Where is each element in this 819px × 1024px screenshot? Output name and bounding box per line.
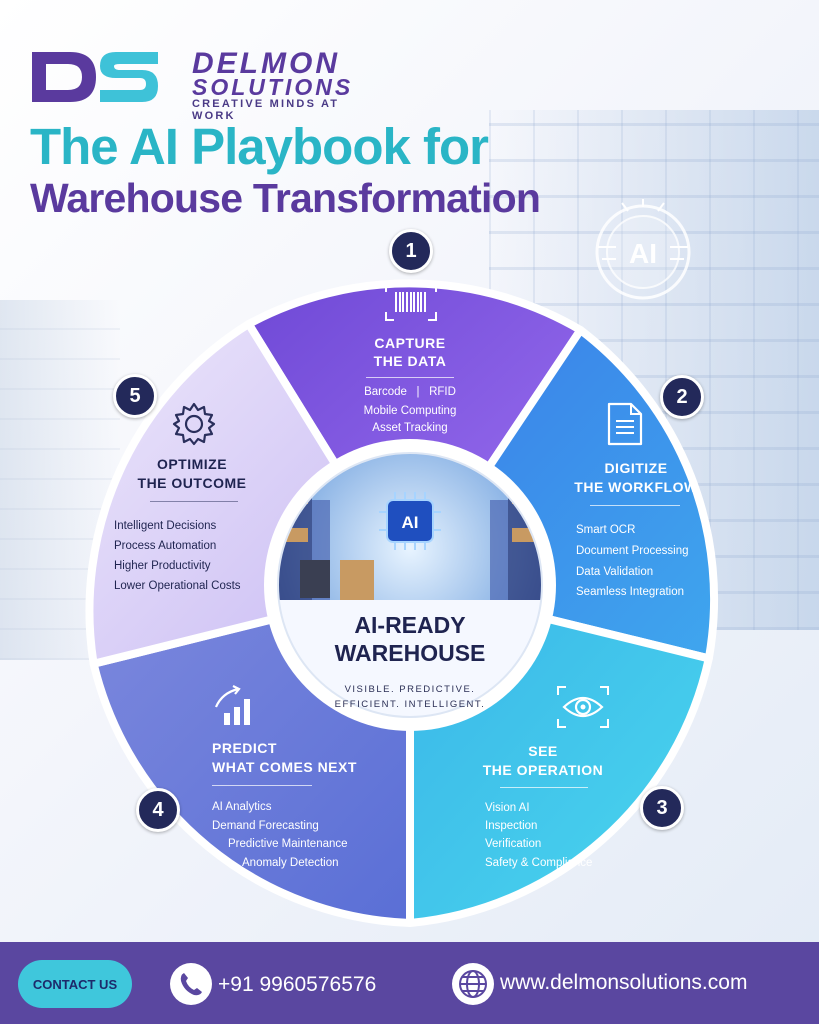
ai-chip-icon: [386, 499, 434, 543]
step-number-4: 4: [136, 788, 180, 832]
step2-item-3: Data Validation: [576, 566, 654, 578]
step5-title-line2: THE OUTCOME: [137, 475, 247, 491]
ai-brain-icon: AI: [595, 199, 691, 300]
step1-title-line1: CAPTURE: [374, 335, 446, 351]
step3-title-line1: SEE: [528, 743, 558, 759]
company-logo[interactable]: DELMON SOLUTIONS CREATIVE MINDS AT WORK: [30, 47, 370, 122]
gear-icon: [172, 402, 216, 446]
center-title-line2: WAREHOUSE: [334, 640, 486, 666]
step-number-1: 1: [389, 229, 433, 273]
step-number-2: 2: [660, 375, 704, 419]
step1-item-1: Barcode | RFID: [364, 386, 456, 398]
step2-item-4: Seamless Integration: [576, 586, 685, 598]
step3-title-line2: THE OPERATION: [482, 762, 604, 778]
ds-logo-mark: [32, 52, 158, 102]
globe-icon: [452, 963, 494, 1005]
step2-title-line1: DIGITIZE: [604, 460, 668, 476]
ai-chip-label: AI: [402, 513, 419, 532]
eye-icon: [557, 686, 609, 728]
brand-tagline: CREATIVE MINDS AT WORK: [192, 98, 340, 122]
step1-item-2: Mobile Computing: [363, 405, 457, 417]
step4-title-line2: WHAT COMES NEXT: [212, 759, 357, 775]
step3-item-3: Verification: [485, 838, 542, 850]
website-link[interactable]: www.delmonsolutions.com: [500, 971, 748, 994]
playbook-wheel: AI: [89, 283, 715, 923]
step4-item-2: Demand Forecasting: [212, 820, 319, 832]
step1-title-line2: THE DATA: [373, 353, 447, 369]
step2-item-2: Document Processing: [576, 545, 689, 557]
step5-item-3: Higher Productivity: [114, 560, 211, 572]
step5-item-1: Intelligent Decisions: [114, 520, 217, 532]
step4-title-line1: PREDICT: [212, 740, 277, 756]
barcode-icon: [385, 283, 437, 321]
brand-name-line2: SOLUTIONS: [192, 74, 354, 100]
step3-item-4: Safety & Compliance: [485, 857, 593, 869]
step3-divider: [500, 787, 588, 788]
step2-item-1: Smart OCR: [576, 524, 636, 536]
step5-title-line1: OPTIMIZE: [156, 456, 228, 472]
center-warehouse-image: [278, 453, 542, 717]
step-number-3: 3: [640, 786, 684, 830]
headline-line2: Warehouse Transformation: [30, 175, 541, 221]
step5-divider: [150, 501, 238, 502]
center-tagline-line1: VISIBLE. PREDICTIVE.: [344, 684, 476, 695]
phone-number[interactable]: +91 9960576576: [218, 973, 377, 996]
step3-item-1: Vision AI: [485, 802, 530, 814]
contact-us-button[interactable]: CONTACT US: [18, 960, 132, 1008]
step3-item-2: Inspection: [485, 820, 538, 832]
step-number-5: 5: [113, 374, 157, 418]
step4-item-3: Predictive Maintenance: [228, 838, 348, 850]
step4-item-4: Anomaly Detection: [242, 857, 339, 869]
brain-ai-text: AI: [629, 238, 657, 269]
headline-line1: The AI Playbook for: [30, 118, 489, 175]
step5-item-4: Lower Operational Costs: [114, 580, 241, 592]
step5-item-2: Process Automation: [114, 540, 217, 552]
document-icon: [607, 402, 643, 446]
step1-divider: [366, 377, 454, 378]
brand-name-line1: DELMON: [192, 47, 340, 80]
center-title-line1: AI-READY: [354, 612, 466, 638]
step4-item-1: AI Analytics: [212, 801, 272, 813]
phone-icon: [170, 963, 212, 1005]
step1-item-3: Asset Tracking: [372, 422, 448, 434]
footer-bar: [0, 942, 819, 1024]
step2-title-line2: THE WORKFLOW: [574, 479, 698, 495]
step4-divider: [212, 785, 312, 786]
step2-divider: [590, 505, 680, 506]
growth-chart-icon: [214, 685, 250, 725]
center-tagline-line2: EFFICIENT. INTELLIGENT.: [334, 699, 486, 710]
